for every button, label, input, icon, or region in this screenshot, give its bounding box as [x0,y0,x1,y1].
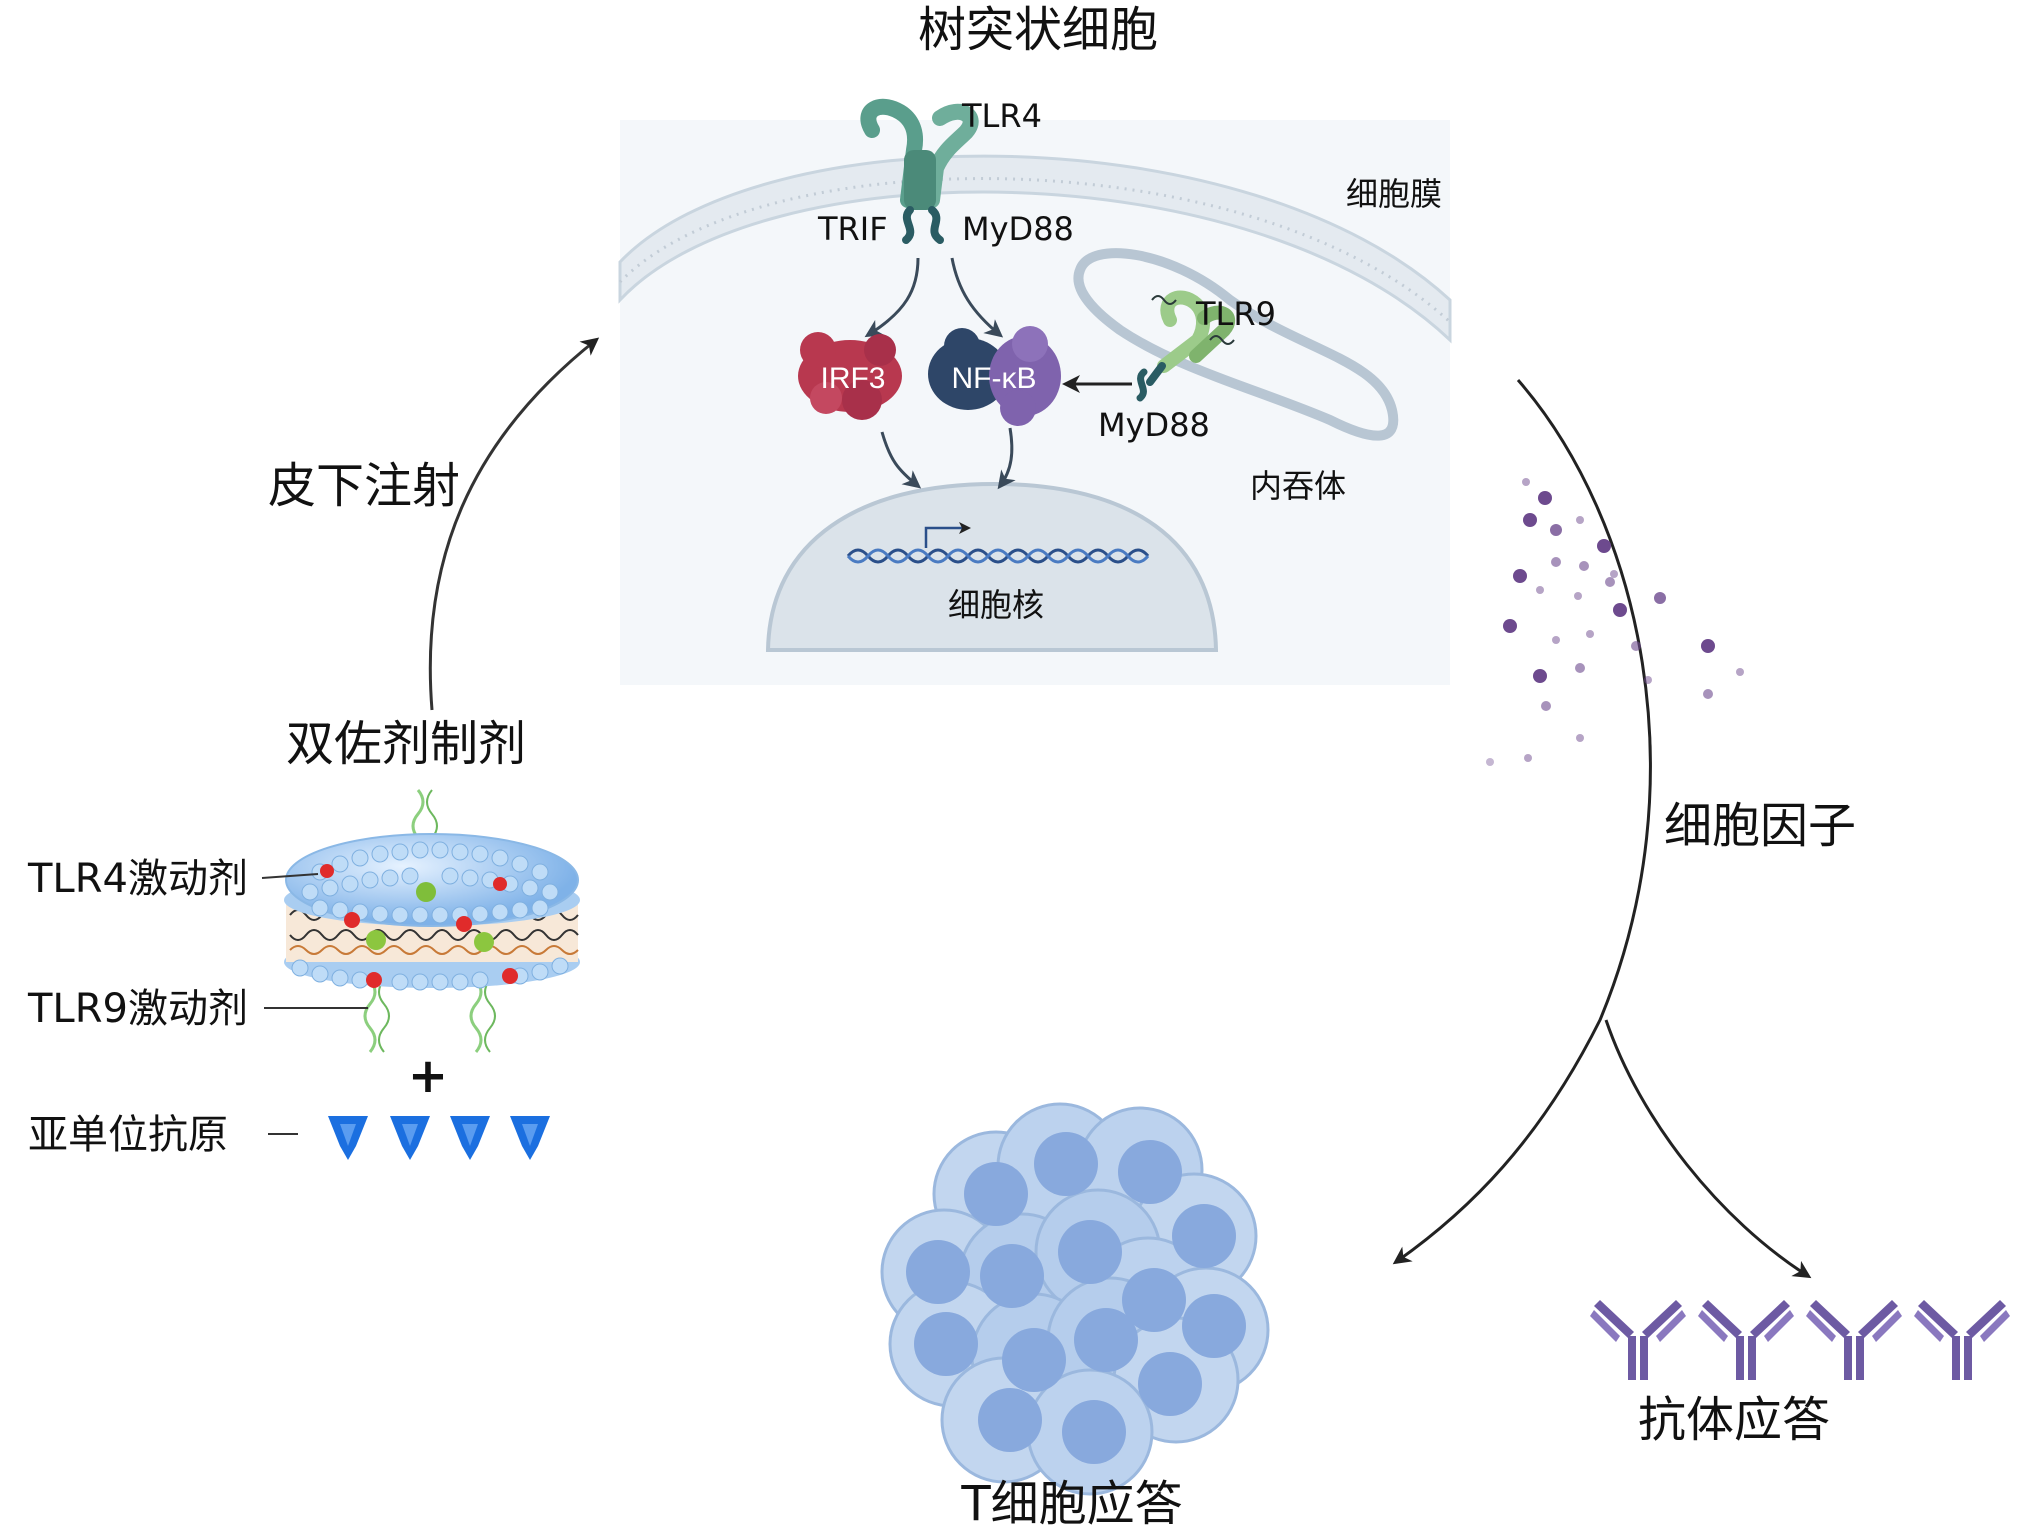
irf3-protein [798,332,902,420]
antigen-icon [450,1116,490,1160]
irf3-label: IRF3 [820,362,885,395]
myd88-endosome-label: MyD88 [1098,406,1210,444]
tlr4-label: TLR4 [961,97,1042,135]
injection-route-label: 皮下注射 [268,458,460,514]
arrow-nfkb-to-nucleus [997,427,1016,490]
tlr9-agonist-label: TLR9激动剂 [27,986,248,1032]
antibody-icon [1914,1300,2010,1380]
antibody-icons [1590,1300,2010,1380]
myd88-top-label: MyD88 [962,210,1074,248]
endosome-label: 内吞体 [1250,467,1346,505]
nucleus-label: 细胞核 [948,586,1044,624]
dna-icon [846,522,1150,564]
tlr4-agonist-label: TLR4激动剂 [27,856,248,902]
tlr9-receptor-icon [1136,290,1236,402]
formulation-label: 双佐剂制剂 [286,716,526,772]
antibody-icon [1698,1300,1794,1380]
arrow-cytokine-arc [1392,379,1652,1265]
cytokine-dots [1486,478,1744,766]
cytokine-label: 细胞因子 [1664,798,1856,854]
arrow-irf3-to-nucleus [880,431,922,489]
arrow-myd88-to-nfkb [950,257,1004,338]
antibody-icon [1590,1300,1686,1380]
dendritic-cell: 细胞膜 细胞核 内吞体 TLR4 TRIF MyD88 [618,97,1452,685]
plus-sign: + [408,1048,448,1104]
antibody-icon [1806,1300,1902,1380]
trif-label: TRIF [817,210,888,248]
cell-membrane [618,154,1452,344]
arrow-trif-to-irf3 [864,257,920,338]
arrow-to-antibody [1604,1019,1812,1279]
antigen-label: 亚单位抗原 [28,1112,228,1158]
tlr4-receptor-icon [860,98,979,244]
antigen-icon [328,1116,368,1160]
tlr9-label: TLR9 [1195,295,1276,333]
tlr4-agonist-pointer [261,873,319,879]
antigen-icon [390,1116,430,1160]
nucleus [765,481,1219,652]
antigen-icon [510,1116,550,1160]
antibody-response-label: 抗体应答 [1638,1392,1830,1448]
nfkb-protein [928,326,1061,426]
t-cell-response-label: T细胞应答 [960,1476,1182,1532]
membrane-label: 细胞膜 [1346,175,1442,213]
t-cell-nuclei [906,1132,1246,1464]
endosome [1073,248,1399,441]
diagram-title: 树突状细胞 [918,2,1158,58]
nfkb-label: NF-κB [952,362,1037,395]
subunit-antigen-icons [328,1116,550,1160]
dual-adjuvant-particle [284,789,580,1053]
arrow-injection [428,337,600,711]
